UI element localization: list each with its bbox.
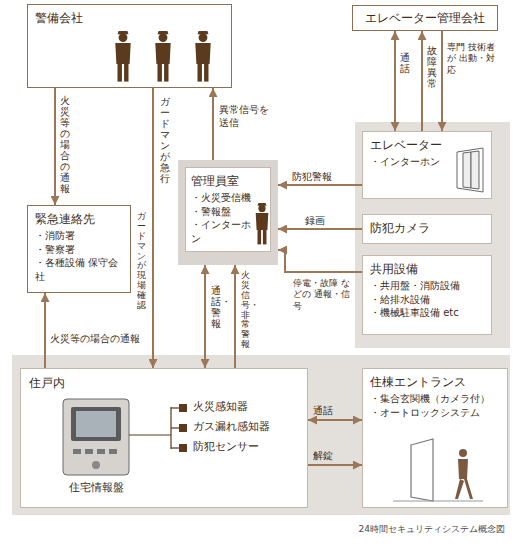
box-item: 防犯センサー xyxy=(193,440,259,455)
box-item: ・オートロックシステム xyxy=(370,406,500,420)
connector-arrow xyxy=(234,265,236,368)
connector-arrow xyxy=(394,31,396,131)
box-title: 防犯カメラ xyxy=(370,220,484,236)
equipment-box: エレベーター・インターホン xyxy=(362,131,492,199)
edge-label: 通話 xyxy=(313,405,353,418)
elevator-door xyxy=(453,146,489,194)
contact-box: 緊急連絡先・消防署・警察署・各種設備 保守会社 xyxy=(27,205,131,293)
box-title: エレベーター管理会社 xyxy=(365,10,485,26)
connector-arrow xyxy=(278,184,362,186)
box-item: 火災感知器 xyxy=(193,400,248,415)
office-box: 管理員室・火災受信機・警報盤・インターホン xyxy=(178,160,278,265)
edge-label: 録画 xyxy=(305,215,345,228)
box-item: ・機械駐車設備 etc xyxy=(370,306,484,320)
connector-arrow xyxy=(278,228,362,230)
edge-label: ガードマンが急行 xyxy=(160,96,170,184)
box-item: 住宅情報盤 xyxy=(41,481,151,496)
box-item: ・インターホン xyxy=(370,155,484,169)
box-item: ・インターホン xyxy=(191,218,254,245)
box-title: エレベーター xyxy=(370,137,484,153)
guard-figures xyxy=(98,29,228,85)
edge-label: 火災信号・非常警報 xyxy=(241,271,250,350)
box-item: ・共用盤・消防設備 xyxy=(370,279,484,293)
office-panel: 管理員室・火災受信機・警報盤・インターホン xyxy=(185,167,271,252)
box-title: 住棟エントランス xyxy=(370,374,500,390)
caption: 24時間セキュリティシステム概念図 xyxy=(300,523,505,536)
connector-arrow xyxy=(278,250,362,272)
equipment-box: 防犯カメラ xyxy=(362,214,492,244)
connector-arrow xyxy=(152,88,154,368)
box-title: 管理員室 xyxy=(191,173,254,189)
connector-arrow xyxy=(308,464,362,466)
box-item: ・警報盤 xyxy=(191,205,254,219)
connector-arrow xyxy=(421,31,423,131)
edge-label: 通話 xyxy=(400,52,410,74)
equipment-box: 共用設備・共用盤・消防設備・給排水設備・機械駐車設備 etc xyxy=(362,255,492,335)
box-item: ガス漏れ感知器 xyxy=(193,420,270,435)
box-title: 警備会社 xyxy=(35,10,224,26)
note-label: ガードマンが現場確認 xyxy=(137,212,146,311)
right-panel xyxy=(355,122,510,348)
box-item: ・各種設備 保守会社 xyxy=(35,256,123,283)
box-item: ・火災受信機 xyxy=(191,191,254,205)
box-title: 住戸内 xyxy=(29,375,65,391)
company-box: 警備会社 xyxy=(27,4,232,88)
box-item: ・給排水設備 xyxy=(370,293,484,307)
connector-arrow xyxy=(441,31,443,131)
dwelling-box: 住戸内住宅情報盤 火災感知器ガス漏れ感知器防犯センサー xyxy=(20,368,308,508)
edge-label: 専門 技術者が 出動・対応 xyxy=(447,42,499,76)
connector-arrow xyxy=(308,419,362,421)
connector-arrow xyxy=(204,265,206,368)
box-title: 緊急連絡先 xyxy=(35,211,123,227)
edge-label: 通話・警報 xyxy=(211,285,221,329)
staff-figure xyxy=(255,202,269,248)
company-box: エレベーター管理会社 xyxy=(352,5,498,31)
box-item: ・消防署 xyxy=(35,229,123,243)
edge-label: 故障異常 xyxy=(427,45,437,89)
connector-arrow xyxy=(44,293,46,368)
entrance-box: 住棟エントランス・集合玄関機（カメラ付）・オートロックシステム xyxy=(362,368,508,508)
edge-label: 解錠 xyxy=(313,450,353,463)
connector-arrow xyxy=(54,88,56,205)
entrance-illustration xyxy=(363,369,503,509)
edge-label: 異常信号を 送信 xyxy=(219,104,279,129)
edge-label: 火災等の場合の通報 xyxy=(60,95,70,194)
edge-label: 火災等の場合の通報 xyxy=(50,333,150,346)
box-item: ・警察署 xyxy=(35,243,123,257)
edge-label: 停電・故障 などの 通報・信号 xyxy=(293,278,353,312)
edge-label: 防犯警報 xyxy=(292,171,352,184)
bottom-panel xyxy=(12,355,510,515)
box-item: ・集合玄関機（カメラ付） xyxy=(370,392,500,406)
box-title: 共用設備 xyxy=(370,261,484,277)
connector-arrow xyxy=(212,88,214,160)
